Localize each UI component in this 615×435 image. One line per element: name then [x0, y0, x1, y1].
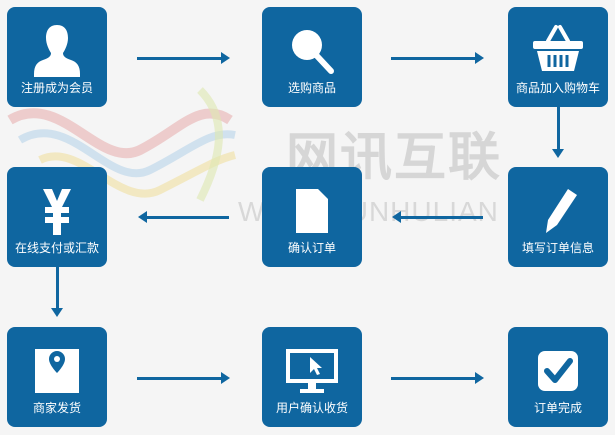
arrow-left: [138, 211, 229, 223]
map-pin-icon: [35, 349, 79, 393]
yen-icon: [43, 189, 71, 235]
monitor-cursor-icon: [286, 349, 338, 393]
arrow-right: [137, 372, 230, 384]
checkmark-icon: [538, 351, 578, 391]
arrow-right: [391, 372, 484, 384]
pencil-icon: [546, 189, 577, 233]
step-confirm-order: 确认订单: [262, 167, 362, 267]
step-label: 订单完成: [533, 401, 582, 415]
arrow-down: [552, 107, 564, 158]
arrow-down: [51, 267, 63, 317]
watermark-swoosh: [7, 87, 237, 202]
step-ship: 商家发货: [7, 327, 107, 427]
step-label: 用户确认收货: [275, 401, 348, 415]
step-label: 商品加入购物车: [515, 81, 600, 95]
arrow-left: [392, 211, 483, 223]
step-receive: 用户确认收货: [262, 327, 362, 427]
basket-icon: [533, 25, 583, 71]
search-icon: [292, 30, 334, 74]
step-label: 在线支付或汇款: [14, 241, 99, 255]
step-label: 注册成为会员: [20, 81, 93, 95]
step-register: 注册成为会员: [7, 7, 107, 107]
step-label: 商家发货: [32, 401, 81, 415]
step-fill-order: 填写订单信息: [508, 167, 608, 267]
step-label: 填写订单信息: [521, 241, 594, 255]
step-add-to-cart: 商品加入购物车: [508, 7, 608, 107]
step-browse: 选购商品: [262, 7, 362, 107]
step-label: 确认订单: [287, 241, 336, 255]
arrow-right: [137, 52, 230, 64]
arrow-right: [391, 52, 484, 64]
step-complete: 订单完成: [508, 327, 608, 427]
user-icon: [34, 25, 80, 77]
step-label: 选购商品: [287, 81, 336, 95]
document-icon: [296, 189, 328, 233]
step-payment: 在线支付或汇款: [7, 167, 107, 267]
